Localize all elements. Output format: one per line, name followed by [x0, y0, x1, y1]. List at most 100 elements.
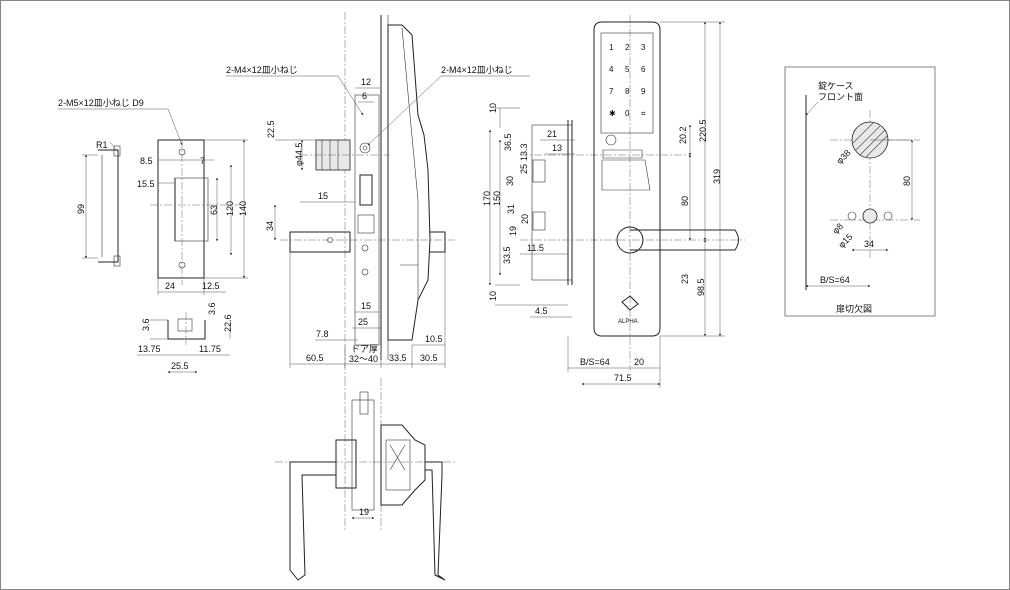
- keypad-key: 4: [609, 65, 614, 74]
- dim-10-5: 10.5: [425, 334, 443, 344]
- side-section-view: 12 6 2-M4×12皿小ねじ 2-M4×12皿小ねじ 22.5 φ44.5 …: [226, 12, 530, 378]
- cutout-title: 扉切欠図: [836, 303, 872, 314]
- dim-71-5: 71.5: [614, 373, 632, 383]
- dim-63: 63: [209, 205, 219, 215]
- outer-lock-body: [387, 24, 431, 341]
- dim-31: 31: [506, 204, 516, 214]
- dim-24: 24: [165, 281, 175, 291]
- strike-plate-view: 2-M5×12皿小ねじ D9 R1 99 8.5 7 15.5 63 120: [58, 98, 248, 374]
- mortise-case: [354, 94, 380, 346]
- dim-30: 30: [505, 176, 515, 186]
- dim-8-5: 8.5: [140, 156, 153, 166]
- spindle-hole-15: [862, 208, 878, 224]
- dim-25: 25: [358, 317, 368, 327]
- dim-dia-15: φ15: [836, 232, 854, 250]
- dim-319: 319: [712, 169, 722, 184]
- keypad-key: 9: [641, 87, 646, 96]
- door-thickness-label: ドア厚: [351, 344, 378, 354]
- dim-25: 25: [519, 164, 529, 174]
- inside-lever: [289, 231, 351, 253]
- dim-20: 20: [520, 214, 530, 224]
- r1-label: R1: [96, 140, 108, 150]
- lever-rose: [616, 226, 644, 254]
- keypad-key: 7: [609, 87, 614, 96]
- outside-lever: [630, 229, 739, 251]
- keypad-key: 8: [625, 87, 630, 96]
- dim-10b: 10: [488, 291, 498, 301]
- keypad-key: 2: [625, 43, 630, 52]
- escutcheon-plate: [593, 21, 661, 337]
- dim-13-3: 13.3: [519, 143, 529, 161]
- plan-view: 19: [275, 378, 455, 581]
- dim-11-75: 11.75: [199, 344, 221, 354]
- strike-side-profile: [98, 149, 119, 263]
- keypad-key: 5: [625, 65, 630, 74]
- dim-23: 23: [680, 274, 690, 284]
- dim-20-bottom: 20: [634, 357, 644, 367]
- keypad-panel: [600, 32, 654, 134]
- screw-label-side: 2-M4×12皿小ねじ: [226, 65, 298, 75]
- dim-12: 12: [361, 77, 371, 87]
- dim-6: 6: [362, 91, 367, 101]
- front-plate: [157, 139, 205, 279]
- dim-30-5: 30.5: [420, 353, 438, 363]
- keypad-key: ⌗: [641, 109, 646, 118]
- screw-label-m5: 2-M5×12皿小ねじ D9: [58, 98, 144, 108]
- dim-dia-44-5: φ44.5: [294, 143, 304, 166]
- dim-12-5: 12.5: [202, 281, 220, 291]
- outer-body-plan: [380, 424, 426, 506]
- fingerprint-sensor: [605, 134, 617, 146]
- inside-lever-plan: [289, 461, 337, 581]
- dim-10a: 10: [488, 103, 498, 113]
- dim-99: 99: [76, 204, 86, 214]
- dim-21: 21: [547, 129, 557, 139]
- dim-170: 170: [482, 191, 492, 206]
- dim-7-8: 7.8: [316, 329, 329, 339]
- keypad-key: ✱: [609, 109, 616, 118]
- dim-19-plan: 19: [359, 507, 369, 517]
- dim-60-5: 60.5: [306, 353, 324, 363]
- dim-36-5: 36.5: [503, 133, 513, 151]
- dim-22-5: 22.5: [266, 120, 276, 138]
- dim-34-cutout: 34: [864, 239, 874, 249]
- cutout-frame: [784, 66, 936, 317]
- dim-19: 19: [508, 226, 518, 236]
- case-label-2: フロント面: [818, 92, 863, 102]
- brand-name: ALPHA: [618, 319, 638, 325]
- keypad-key: 0: [625, 109, 630, 118]
- dim-140: 140: [238, 201, 248, 216]
- keypad-key: 1: [609, 43, 614, 52]
- case-label-1: 錠ケース: [818, 80, 854, 91]
- door-thickness-range: 32～40: [349, 354, 378, 364]
- dim-150: 150: [492, 191, 502, 206]
- dim-13-75: 13.75: [138, 344, 161, 354]
- keypad-key: 3: [641, 43, 646, 52]
- dim-bs-cutout: B/S=64: [820, 275, 850, 285]
- dim-bs-64: B/S=64: [580, 357, 610, 367]
- dim-33-5: 33.5: [389, 353, 407, 363]
- dim-98-5: 98.5: [696, 278, 706, 296]
- brand-logo-icon: [621, 295, 639, 311]
- dim-25-5: 25.5: [171, 361, 189, 371]
- dim-80: 80: [680, 196, 690, 206]
- dim-4-5: 4.5: [535, 306, 548, 316]
- dim-3-6b: 3.6: [207, 302, 217, 315]
- dim-dia-38: φ38: [834, 148, 852, 166]
- dim-13: 13: [552, 143, 562, 153]
- dim-11-5: 11.5: [527, 243, 544, 253]
- screw-label-front-top: 2-M4×12皿小ねじ: [441, 65, 513, 75]
- dim-120: 120: [225, 201, 235, 216]
- dim-34: 34: [265, 221, 275, 231]
- small-hole-8: [847, 211, 857, 221]
- dim-220-5: 220.5: [698, 119, 708, 142]
- dim-3-6a: 3.6: [141, 318, 151, 331]
- outside-lever-plan: [424, 461, 446, 581]
- dim-20-2: 20.2: [678, 126, 688, 144]
- dim-7: 7: [200, 156, 205, 166]
- door-cutout-diagram: 錠ケース フロント面 φ38 80 φ8 φ15 34 B/S=64 扉切欠図: [784, 66, 936, 317]
- dim-15-5: 15.5: [137, 179, 155, 189]
